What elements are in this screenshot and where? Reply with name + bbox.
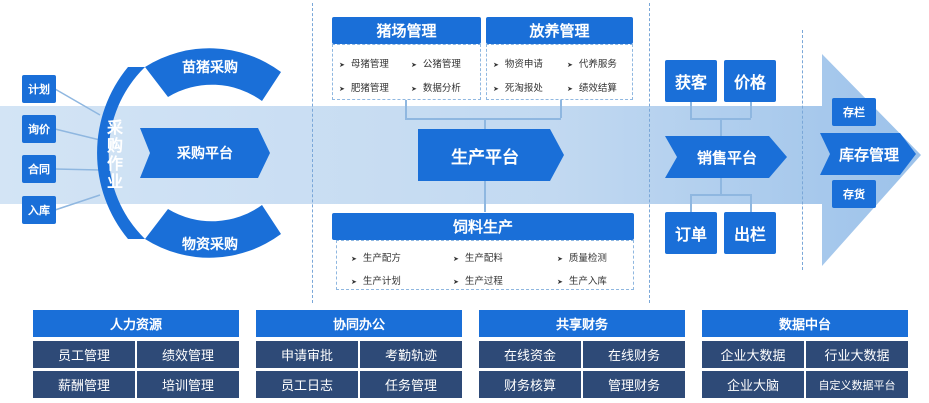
section-header[interactable]: 协同办公 — [256, 310, 462, 337]
connector-line — [690, 194, 692, 212]
connector-line — [560, 100, 562, 118]
sales-platform[interactable]: 销售平台 — [696, 148, 757, 167]
farm-item[interactable]: 肥猪管理 — [339, 80, 389, 94]
procure-item-inquiry[interactable]: 询价 — [22, 115, 56, 143]
grazing-item[interactable]: 死淘报处 — [493, 80, 543, 94]
grazing-items-box: 物资申请 代养服务 死淘报处 绩效结算 — [486, 44, 633, 100]
sales-slaughter[interactable]: 出栏 — [724, 212, 776, 254]
section-office: 协同办公 申请审批 考勤轨迹 员工日志 任务管理 — [256, 310, 462, 400]
section-header[interactable]: 共享财务 — [479, 310, 685, 337]
section-cell[interactable]: 申请审批 — [256, 341, 358, 368]
procure-item-plan[interactable]: 计划 — [22, 75, 56, 103]
feed-item[interactable]: 生产过程 — [453, 273, 503, 287]
inventory-stock[interactable]: 存栏 — [832, 98, 876, 126]
connector-line — [405, 118, 561, 120]
section-cell[interactable]: 任务管理 — [360, 371, 462, 398]
connector-line — [720, 118, 722, 136]
connector-line — [484, 180, 486, 212]
section-cell[interactable]: 在线财务 — [583, 341, 685, 368]
section-cell[interactable]: 企业大脑 — [702, 371, 804, 398]
section-cell[interactable]: 考勤轨迹 — [360, 341, 462, 368]
feed-item[interactable]: 质量检测 — [557, 250, 607, 264]
connector-line — [750, 194, 752, 212]
divider-dashed — [312, 3, 313, 303]
sales-acquire[interactable]: 获客 — [665, 60, 717, 102]
farm-item[interactable]: 数据分析 — [411, 80, 461, 94]
section-cell[interactable]: 在线资金 — [479, 341, 581, 368]
farm-items-box: 母猪管理 公猪管理 肥猪管理 数据分析 — [332, 44, 481, 100]
arc-material-purchase[interactable]: 物资采购 — [182, 237, 238, 253]
section-finance: 共享财务 在线资金 在线财务 财务核算 管理财务 — [479, 310, 685, 400]
grazing-item[interactable]: 物资申请 — [493, 56, 543, 70]
section-cell[interactable]: 行业大数据 — [806, 341, 908, 368]
sales-platform-shape — [665, 136, 787, 178]
section-header[interactable]: 数据中台 — [702, 310, 908, 337]
inventory-platform[interactable]: 库存管理 — [838, 145, 899, 164]
production-platform[interactable]: 生产平台 — [451, 147, 519, 168]
section-cell[interactable]: 员工管理 — [33, 341, 135, 368]
procure-ring — [54, 48, 281, 258]
inventory-goods[interactable]: 存货 — [832, 180, 876, 208]
divider-dashed — [802, 30, 803, 270]
divider-dashed — [649, 3, 650, 303]
feed-items-box: 生产配方 生产配料 质量检测 生产计划 生产过程 生产入库 — [336, 240, 634, 290]
farm-management-header[interactable]: 猪场管理 — [332, 17, 481, 44]
feed-item[interactable]: 生产配料 — [453, 250, 503, 264]
section-cell[interactable]: 管理财务 — [583, 371, 685, 398]
section-data-center: 数据中台 企业大数据 行业大数据 企业大脑 自定义数据平台 — [702, 310, 908, 400]
feed-item[interactable]: 生产入库 — [557, 273, 607, 287]
sales-order[interactable]: 订单 — [665, 212, 717, 254]
section-cell[interactable]: 财务核算 — [479, 371, 581, 398]
section-cell[interactable]: 培训管理 — [137, 371, 239, 398]
connector-line — [690, 194, 751, 196]
procure-platform[interactable]: 采购平台 — [177, 146, 233, 162]
sales-price[interactable]: 价格 — [724, 60, 776, 102]
connector-line — [720, 178, 722, 194]
procure-item-stockin[interactable]: 入库 — [22, 196, 56, 224]
feed-item[interactable]: 生产计划 — [351, 273, 401, 287]
section-cell[interactable]: 薪酬管理 — [33, 371, 135, 398]
section-cell[interactable]: 绩效管理 — [137, 341, 239, 368]
connector-line — [484, 118, 486, 130]
section-cell[interactable]: 员工日志 — [256, 371, 358, 398]
section-cell[interactable]: 自定义数据平台 — [806, 371, 908, 398]
connector-line — [750, 102, 752, 118]
connector-line — [690, 102, 692, 118]
arc-piglet-purchase[interactable]: 苗猪采购 — [182, 60, 238, 76]
grazing-item[interactable]: 绩效结算 — [567, 80, 617, 94]
procure-vertical-label: 采购作业 — [104, 119, 123, 191]
farm-item[interactable]: 公猪管理 — [411, 56, 461, 70]
grazing-item[interactable]: 代养服务 — [567, 56, 617, 70]
section-cell[interactable]: 企业大数据 — [702, 341, 804, 368]
procure-item-contract[interactable]: 合同 — [22, 155, 56, 183]
connector-line — [405, 100, 407, 118]
grazing-management-header[interactable]: 放养管理 — [486, 17, 633, 44]
inventory-platform-shape — [820, 133, 916, 175]
section-header[interactable]: 人力资源 — [33, 310, 239, 337]
feed-production-header[interactable]: 饲料生产 — [332, 213, 634, 240]
production-platform-shape — [418, 129, 564, 181]
feed-item[interactable]: 生产配方 — [351, 250, 401, 264]
farm-item[interactable]: 母猪管理 — [339, 56, 389, 70]
section-hr: 人力资源 员工管理 绩效管理 薪酬管理 培训管理 — [33, 310, 239, 400]
